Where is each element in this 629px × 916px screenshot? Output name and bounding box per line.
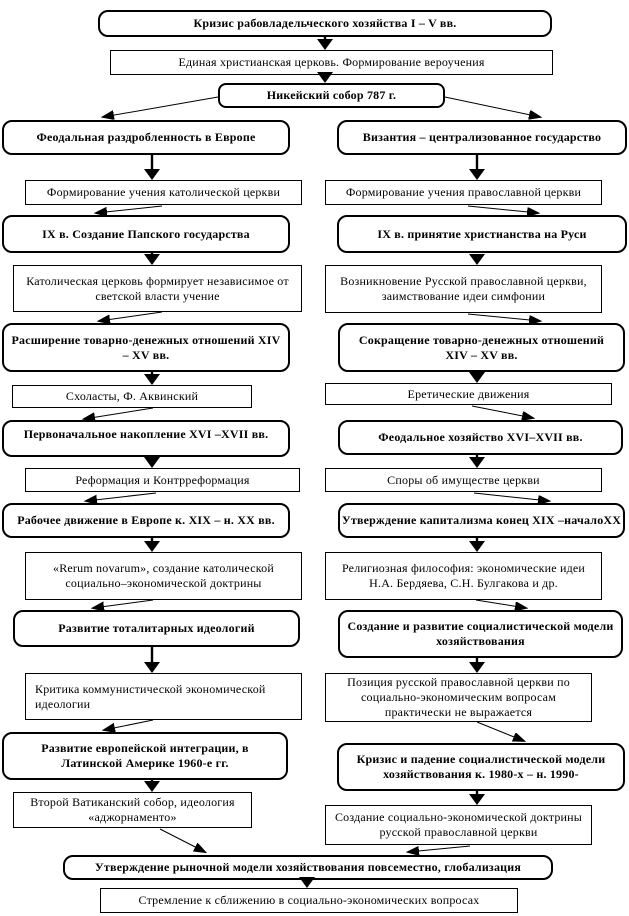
- node-contraction-commodity-money: Сокращение товарно-денежных отношений XI…: [338, 323, 625, 372]
- node-socialist-model-collapse: Кризис и падение социалистической модели…: [337, 743, 625, 791]
- node-feudal-fragmentation-europe: Феодальная раздробленность в Европе: [2, 120, 290, 155]
- node-totalitarian-ideologies: Развитие тоталитарных идеологий: [13, 610, 300, 647]
- node-scholastics-aquinas: Схоласты, Ф. Аквинский: [12, 385, 252, 408]
- node-orthodox-doctrine-formation: Формирование учения православной церкви: [325, 180, 602, 205]
- node-unified-christian-church: Единая христианская церковь. Формировани…: [110, 50, 553, 75]
- node-convergence-social-economic: Стремление к сближению в социально-эконо…: [100, 888, 518, 913]
- node-heretical-movements: Еретические движения: [325, 383, 612, 405]
- node-rerum-novarum: «Rerum novarum», создание католической с…: [25, 552, 302, 600]
- node-labor-movement-europe: Рабочее движение в Европе к. XIX – н. XX…: [2, 503, 290, 538]
- node-european-integration: Развитие европейской интеграции, в Латин…: [2, 732, 288, 780]
- node-papal-state-creation: IX в. Создание Папского государства: [2, 215, 290, 253]
- node-vatican-ii-council: Второй Ватиканский собор, идеология «адж…: [13, 792, 252, 828]
- node-feudal-economy: Феодальное хозяйство XVI–XVII вв.: [338, 420, 623, 455]
- node-catholic-independent-teaching: Католическая церковь формирует независим…: [13, 265, 302, 312]
- node-orthodox-position-absent: Позиция русской православной церкви по с…: [325, 673, 592, 722]
- node-religious-philosophy: Религиозная философия: экономические иде…: [325, 552, 602, 600]
- node-christianization-of-rus: IX в. принятие христианства на Руси: [337, 215, 627, 253]
- node-socialist-model-creation: Создание и развитие социалистической мод…: [338, 610, 623, 658]
- node-russian-orthodox-church-origin: Возникновение Русской православной церкв…: [325, 265, 602, 313]
- node-primitive-accumulation: Первоначальное накопление XVI –XVII вв.: [2, 420, 290, 457]
- node-market-model-globalization: Утверждение рыночной модели хозяйствован…: [63, 855, 553, 880]
- node-catholic-doctrine-formation: Формирование учения католической церкви: [25, 180, 302, 205]
- node-expansion-commodity-money: Расширение товарно-денежных отношений XI…: [2, 323, 290, 372]
- node-crisis-slave-economy: Кризис рабовладельческого хозяйства I – …: [98, 10, 552, 37]
- node-capitalism-establishment: Утверждение капитализма конец XIX –начал…: [338, 503, 625, 538]
- node-reformation-counterreformation: Реформация и Контрреформация: [25, 468, 300, 492]
- node-orthodox-social-doctrine: Создание социально-экономической доктрин…: [325, 805, 592, 845]
- node-nicaea-council: Никейский собор 787 г.: [218, 83, 445, 108]
- node-byzantium-centralized-state: Византия – централизованное государство: [337, 120, 627, 155]
- node-critique-communist-ideology: Критика коммунистической экономической и…: [25, 673, 302, 720]
- node-church-property-disputes: Споры об имуществе церкви: [325, 468, 602, 492]
